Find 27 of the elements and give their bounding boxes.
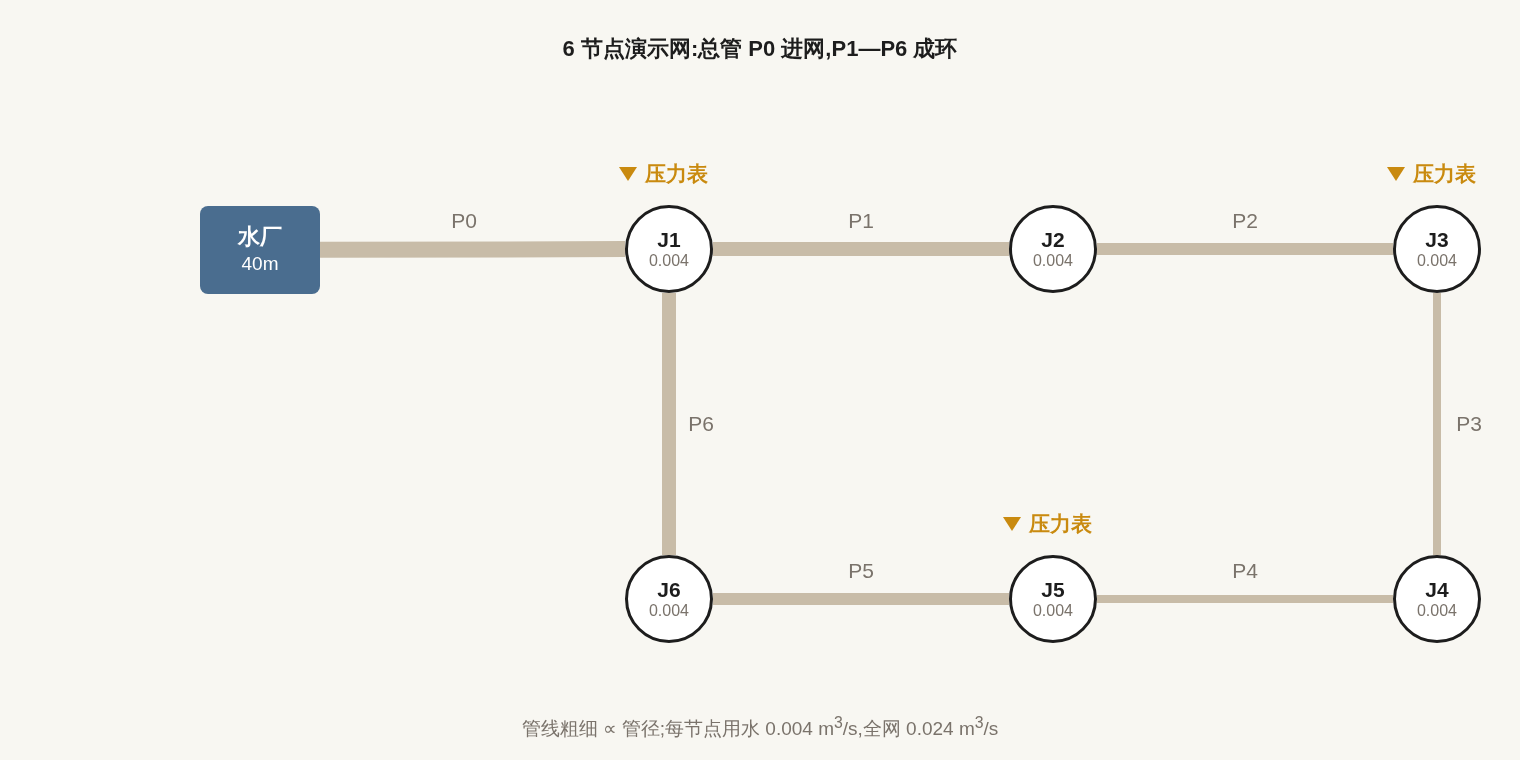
pipe-line [662,293,676,555]
node-label: 水厂 [238,224,282,249]
node-label: J4 [1425,577,1449,601]
gauge-label: 压力表 [645,161,708,187]
pipe-line [1097,595,1393,603]
node-label: J2 [1041,227,1065,251]
demand-value: 0.004 [648,250,689,271]
demand-value: 0.004 [1416,250,1457,271]
node-label: J3 [1425,227,1449,251]
pipe-line [713,593,1009,605]
water-plant-box [200,206,320,294]
demand-value: 0.004 [1032,250,1073,271]
node-label: J5 [1041,577,1065,601]
diagram-title: 6 节点演示网:总管 P0 进网,P1—P6 成环 [561,35,959,63]
pipe-line [320,241,626,258]
demand-value: 0.004 [1032,600,1073,621]
gauge-label: 压力表 [1029,511,1092,537]
caption: 管线粗细 ∝ 管径;每节点用水 0.004 m$^{3}$/s,全网 0.024 m$^{3}$/s [520,714,1000,742]
gauge-label: 压力表 [1413,161,1476,187]
node-label: J6 [657,577,681,601]
demand-value: 0.004 [1416,600,1457,621]
pipe-line [713,242,1009,256]
head-value: 40m [241,252,279,276]
pipe-line [1433,293,1441,555]
demand-value: 0.004 [648,600,689,621]
pipe-line [1097,243,1393,255]
node-label: J1 [657,227,681,251]
